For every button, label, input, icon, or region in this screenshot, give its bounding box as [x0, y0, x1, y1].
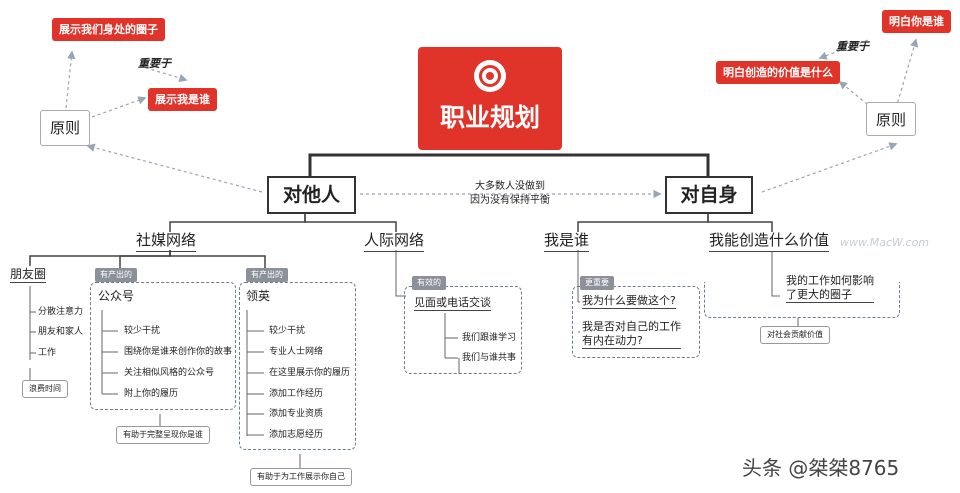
linkedin-item-6: 添加志愿经历 [269, 430, 324, 440]
site-watermark: www.MacW.com [840, 236, 930, 249]
wechat-group [90, 282, 236, 410]
friends-item-1: 分散注意力 [38, 307, 84, 317]
people-tag: 有效的 [412, 276, 446, 290]
linkedin-item-4: 添加工作经历 [269, 389, 324, 399]
principle-right[interactable]: 原则 [866, 102, 916, 136]
value-text[interactable]: 我的工作如何影响 了更大的圈子 [786, 274, 874, 303]
friends-circle-title[interactable]: 朋友圈 [10, 267, 47, 283]
value-footer: 对社会贡献价值 [760, 326, 830, 344]
relation-label-right: 重要于 [836, 40, 869, 53]
linkedin-group [239, 282, 356, 450]
branch-others[interactable]: 对他人 [267, 176, 356, 214]
people-sub-2: 我们与谁共事 [462, 353, 517, 363]
people-network-title[interactable]: 人际网络 [364, 231, 425, 252]
relation-label-left: 重要于 [138, 57, 171, 70]
node-know-who[interactable]: 明白你是谁 [882, 10, 951, 33]
node-know-value[interactable]: 明白创造的价值是什么 [716, 61, 840, 84]
whoami-q1[interactable]: 我为什么要做这个? [582, 294, 676, 309]
wechat-tag: 有产出的 [95, 268, 137, 282]
people-group [404, 286, 522, 374]
middle-note: 大多数人没做到 因为没有保持平衡 [470, 181, 550, 206]
wechat-item-2: 围绕你是谁来创作你的故事 [124, 347, 233, 357]
center-title: 职业规划 [439, 103, 540, 132]
who-am-i-title[interactable]: 我是谁 [544, 231, 590, 252]
friends-item-2: 朋友和家人 [38, 327, 84, 337]
wechat-item-1: 较少干扰 [124, 326, 161, 336]
linkedin-title[interactable]: 领英 [246, 289, 271, 303]
linkedin-item-3: 在这里展示你的履历 [269, 368, 351, 378]
linkedin-footer: 有助于为工作展示你自己 [250, 468, 352, 486]
principle-left[interactable]: 原则 [40, 110, 90, 146]
people-item[interactable]: 见面或电话交谈 [414, 296, 491, 311]
friends-item-3: 工作 [38, 348, 57, 358]
people-sub-1: 我们跟谁学习 [462, 333, 517, 343]
node-show-who[interactable]: 展示我是谁 [148, 88, 217, 111]
linkedin-item-5: 添加专业资质 [269, 409, 324, 419]
value-title[interactable]: 我能创造什么价值 [709, 231, 830, 252]
linkedin-tag: 有产出的 [246, 268, 288, 282]
whoami-group [572, 286, 700, 358]
social-network-title[interactable]: 社媒网络 [136, 231, 197, 252]
wechat-item-3: 关注相似风格的公众号 [124, 368, 215, 378]
value-group [704, 282, 900, 318]
center-node[interactable]: 职业规划 [418, 47, 562, 150]
account-watermark: 头条 @桀桀8765 [742, 456, 900, 480]
wechat-footer: 有助于完整呈现你是谁 [116, 426, 210, 444]
whoami-tag: 更重要 [580, 276, 614, 290]
node-show-circle[interactable]: 展示我们身处的圈子 [52, 18, 165, 41]
wechat-item-4: 附上你的履历 [124, 389, 179, 399]
whoami-q2[interactable]: 我是否对自己的工作 有内在动力? [582, 320, 681, 349]
linkedin-item-1: 较少干扰 [269, 326, 306, 336]
friends-footer: 浪费时间 [22, 380, 68, 398]
linkedin-item-2: 专业人士网络 [269, 347, 324, 357]
target-icon [474, 60, 506, 92]
branch-self[interactable]: 对自身 [665, 176, 753, 214]
wechat-title[interactable]: 公众号 [98, 289, 135, 303]
